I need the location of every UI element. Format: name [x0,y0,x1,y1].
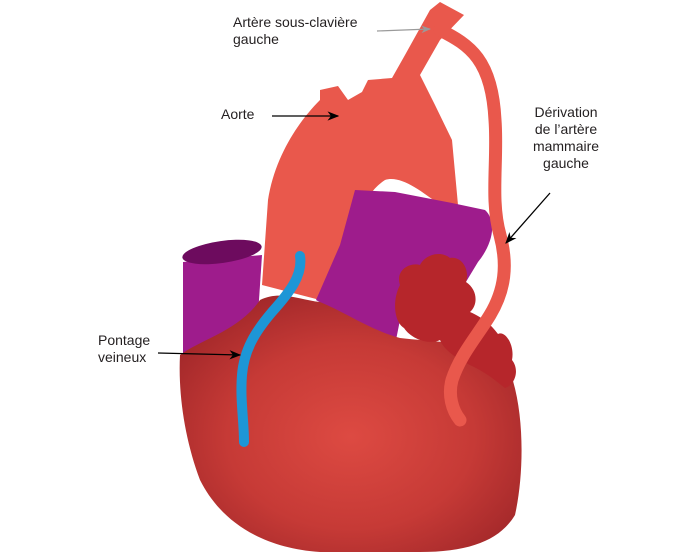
label-mammary-line-4: gauche [543,155,589,171]
arrow-subclavian [376,25,431,34]
aorta-vessel [262,2,464,300]
arrow-venous [157,350,242,360]
label-aorta: Aorte [221,106,254,123]
label-subclavian-line-2: gauche [233,31,279,47]
label-subclavian-line-1: Artère sous-clavière [233,14,358,30]
label-venous-line-2: veineux [98,349,147,365]
label-subclavian: Artère sous-clavière gauche [233,14,358,48]
label-mammary-line-1: Dérivation [534,104,598,120]
pulmonary-artery [316,190,493,345]
label-aorta-text: Aorte [221,106,255,122]
label-mammary-line-2: de l’artère [534,121,598,137]
mammary-artery-graft [433,23,511,427]
heart-ventricles [179,295,522,552]
label-mammary: Dérivation de l’artère mammaire gauche [518,104,614,172]
label-venous: Pontage veineux [98,332,150,366]
label-venous-line-1: Pontage [98,332,151,348]
venous-bypass-graft [236,251,306,447]
arrow-mammary [505,192,551,244]
label-mammary-line-3: mammaire [532,138,600,154]
left-atrium [395,254,516,388]
